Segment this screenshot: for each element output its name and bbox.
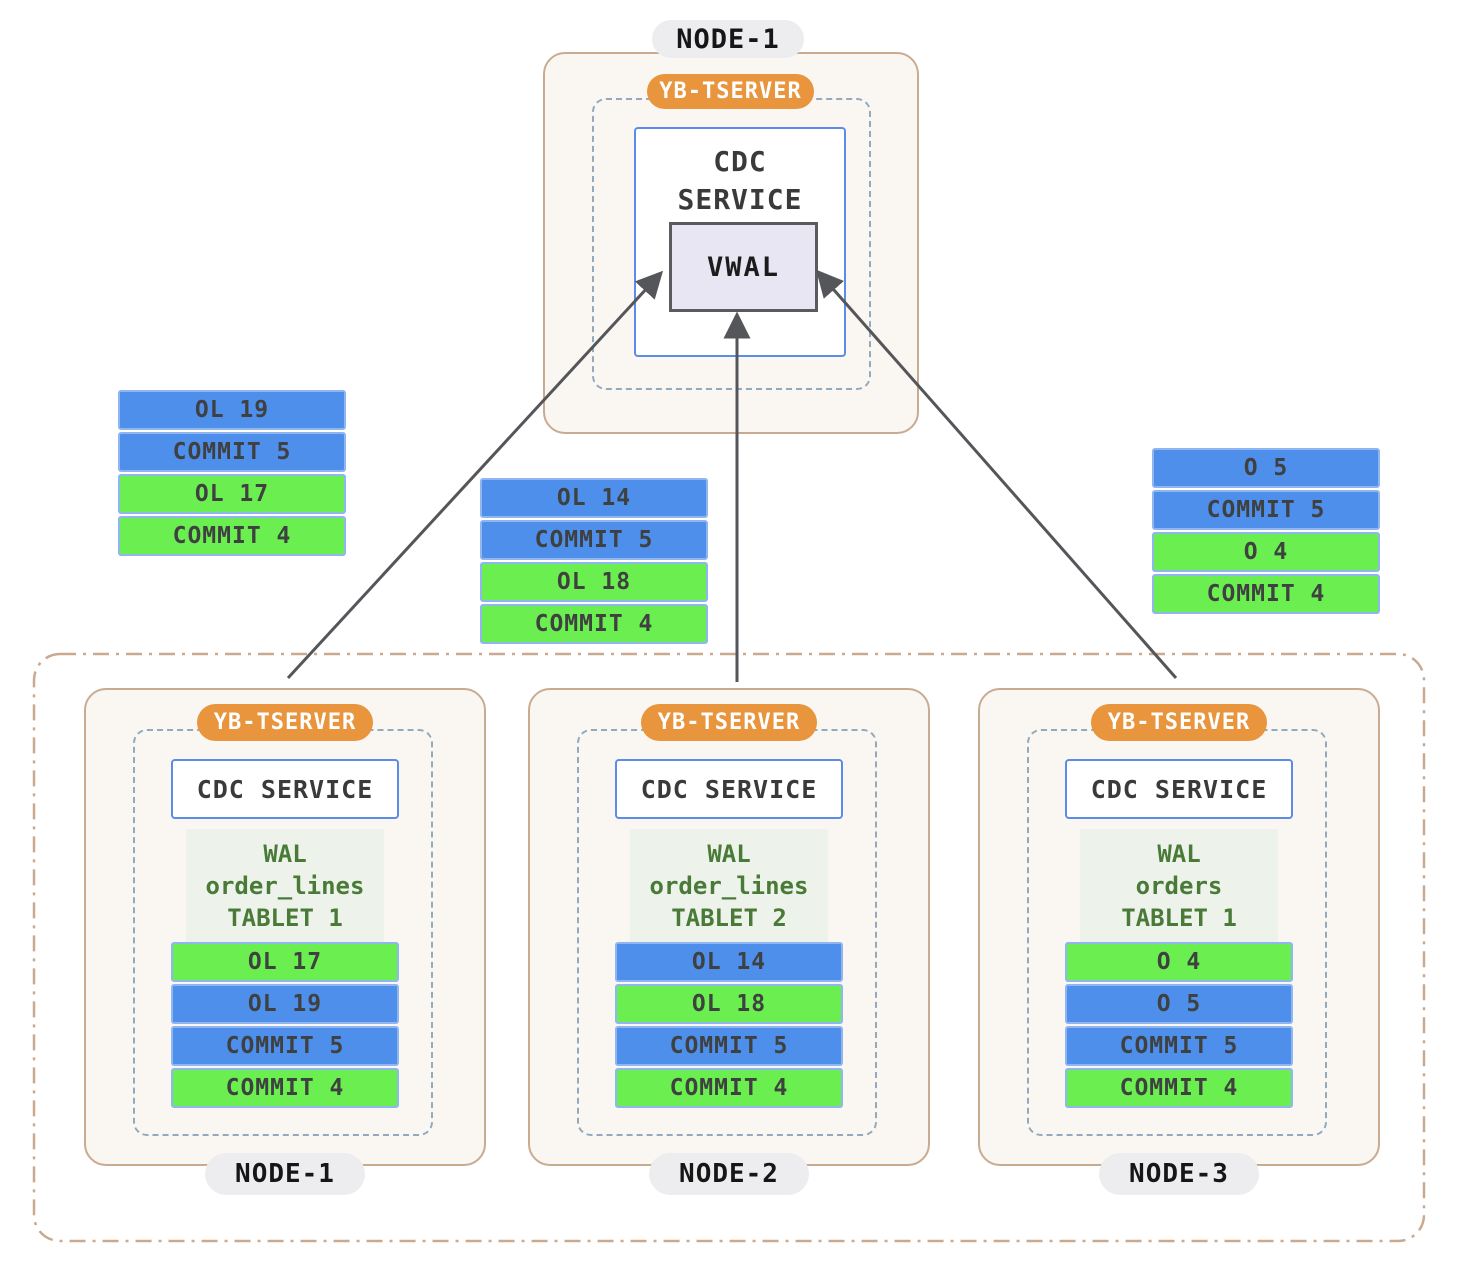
node3-yb-tserver-pill: YB-TSERVER	[1091, 704, 1267, 741]
wal-panel-line: TABLET 2	[671, 904, 787, 932]
floating-stack-right: O 5 COMMIT 5 O 4 COMMIT 4	[1152, 448, 1380, 616]
node2-wal-panel: WAL order_lines TABLET 2	[630, 829, 828, 943]
wal-panel-line: order_lines	[649, 872, 809, 900]
wal-record: COMMIT 4	[171, 1068, 399, 1108]
node2-wal-stack: OL 14 OL 18 COMMIT 5 COMMIT 4	[615, 942, 843, 1110]
top-node-box: YB-TSERVER CDC SERVICE VWAL	[543, 52, 919, 434]
wal-record: COMMIT 5	[615, 1026, 843, 1066]
wal-panel-line: WAL	[707, 840, 751, 868]
wal-record: O 5	[1065, 984, 1293, 1024]
wal-panel-line: TABLET 1	[1121, 904, 1237, 932]
wal-record: COMMIT 4	[1065, 1068, 1293, 1108]
wal-record: COMMIT 4	[118, 516, 346, 556]
wal-record: OL 14	[480, 478, 708, 518]
wal-record: OL 14	[615, 942, 843, 982]
wal-panel-line: orders	[1135, 872, 1223, 900]
node3-wal-panel: WAL orders TABLET 1	[1080, 829, 1278, 943]
bottom-node-1: YB-TSERVER CDC SERVICE WAL order_lines T…	[84, 688, 486, 1195]
node2-label-pill: NODE-2	[649, 1153, 809, 1195]
top-yb-tserver-pill: YB-TSERVER	[647, 74, 814, 109]
wal-record: COMMIT 5	[1152, 490, 1380, 530]
wal-record: OL 17	[118, 474, 346, 514]
wal-record: COMMIT 4	[1152, 574, 1380, 614]
wal-record: COMMIT 4	[480, 604, 708, 644]
wal-record: O 5	[1152, 448, 1380, 488]
wal-record: OL 17	[171, 942, 399, 982]
wal-record: COMMIT 5	[118, 432, 346, 472]
wal-record: O 4	[1065, 942, 1293, 982]
wal-panel-line: WAL	[263, 840, 307, 868]
wal-record: COMMIT 5	[171, 1026, 399, 1066]
vwal-box: VWAL	[669, 222, 818, 312]
wal-record: OL 19	[171, 984, 399, 1024]
wal-record: OL 18	[480, 562, 708, 602]
node1-cdc-service-box: CDC SERVICE	[171, 759, 399, 819]
node2-yb-tserver-pill: YB-TSERVER	[641, 704, 817, 741]
top-cdc-service-box: CDC SERVICE VWAL	[634, 127, 846, 357]
wal-record: COMMIT 5	[1065, 1026, 1293, 1066]
wal-panel-line: TABLET 1	[227, 904, 343, 932]
node3-wal-stack: O 4 O 5 COMMIT 5 COMMIT 4	[1065, 942, 1293, 1110]
node1-wal-stack: OL 17 OL 19 COMMIT 5 COMMIT 4	[171, 942, 399, 1110]
bottom-node-3: YB-TSERVER CDC SERVICE WAL orders TABLET…	[978, 688, 1380, 1195]
node1-wal-panel: WAL order_lines TABLET 1	[186, 829, 384, 943]
floating-stack-middle: OL 14 COMMIT 5 OL 18 COMMIT 4	[480, 478, 708, 646]
bottom-node-2: YB-TSERVER CDC SERVICE WAL order_lines T…	[528, 688, 930, 1195]
floating-stack-left: OL 19 COMMIT 5 OL 17 COMMIT 4	[118, 390, 346, 558]
node1-label-pill: NODE-1	[205, 1153, 365, 1195]
wal-record: COMMIT 4	[615, 1068, 843, 1108]
node1-yb-tserver-pill: YB-TSERVER	[197, 704, 373, 741]
wal-panel-line: WAL	[1157, 840, 1201, 868]
node2-cdc-service-box: CDC SERVICE	[615, 759, 843, 819]
wal-panel-line: order_lines	[205, 872, 365, 900]
top-node-label-pill: NODE-1	[652, 20, 804, 58]
wal-record: OL 18	[615, 984, 843, 1024]
wal-record: OL 19	[118, 390, 346, 430]
wal-record: O 4	[1152, 532, 1380, 572]
wal-record: COMMIT 5	[480, 520, 708, 560]
top-cdc-service-label: CDC SERVICE	[677, 145, 803, 216]
node3-label-pill: NODE-3	[1099, 1153, 1259, 1195]
node3-cdc-service-box: CDC SERVICE	[1065, 759, 1293, 819]
